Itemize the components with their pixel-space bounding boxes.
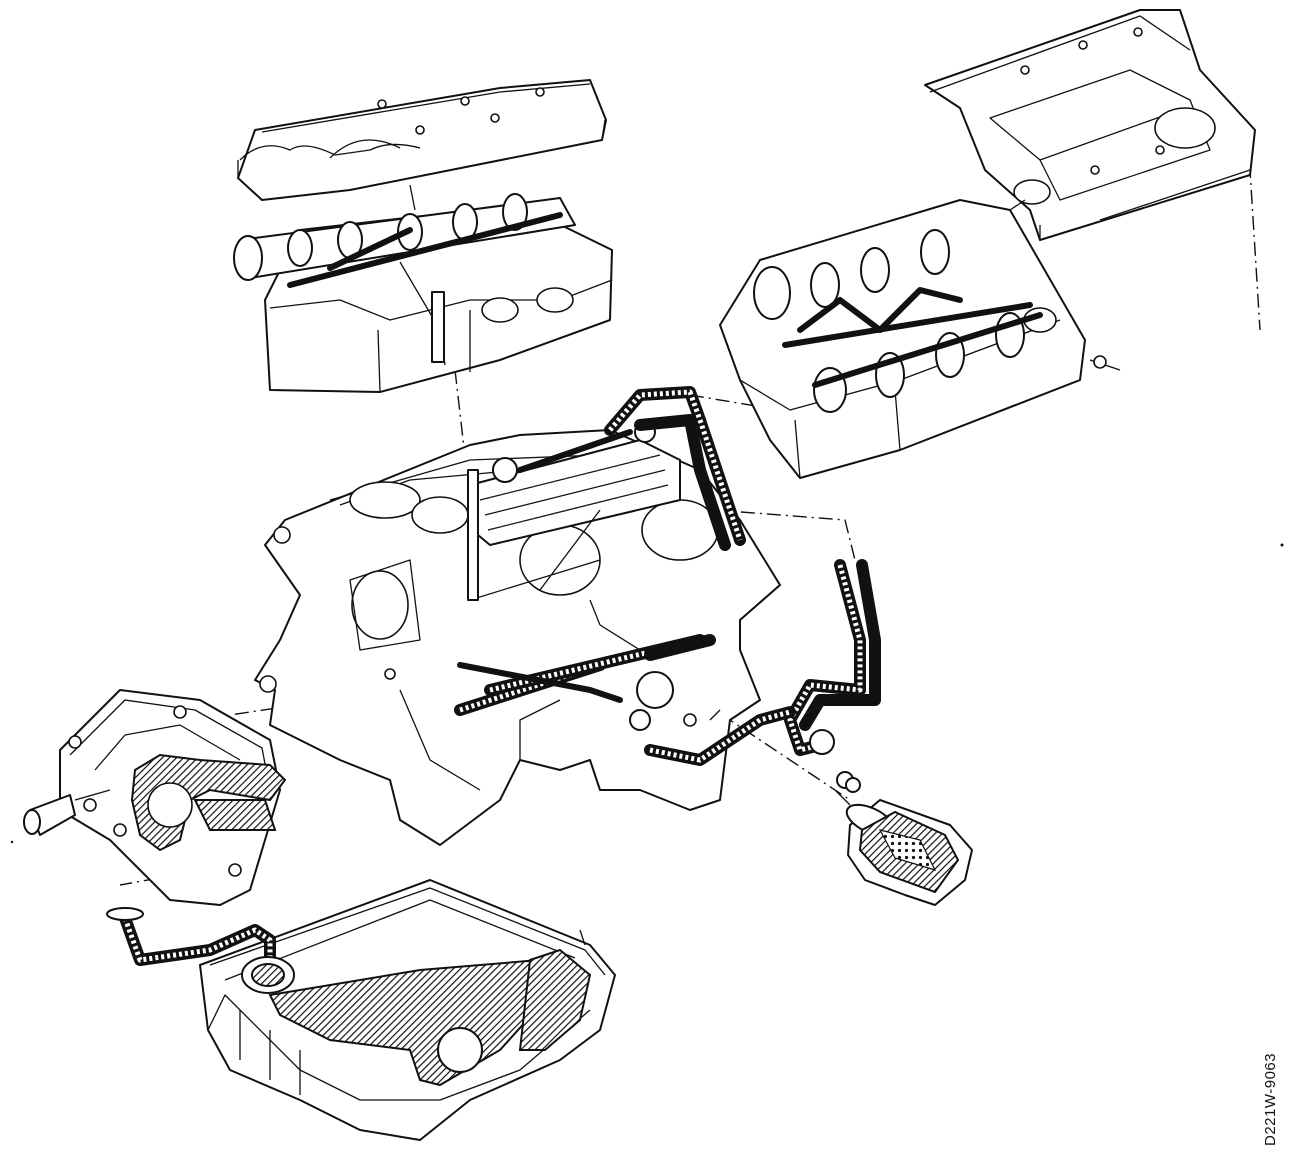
left-cylinder-head bbox=[233, 184, 613, 393]
right-cylinder-head bbox=[719, 199, 1121, 479]
figure-code-label: D221W-9063 bbox=[1262, 1052, 1279, 1146]
oil-pan bbox=[199, 879, 616, 1141]
engine-block bbox=[254, 421, 781, 846]
scan-marks bbox=[10, 543, 1284, 844]
oil-pickup-tube bbox=[106, 907, 295, 994]
left-camshaft-cover bbox=[237, 79, 607, 201]
right-camshaft-cover bbox=[924, 9, 1256, 241]
front-cover-oil-pump bbox=[23, 689, 287, 906]
oil-filter bbox=[834, 777, 973, 906]
oil-passages bbox=[604, 386, 881, 789]
